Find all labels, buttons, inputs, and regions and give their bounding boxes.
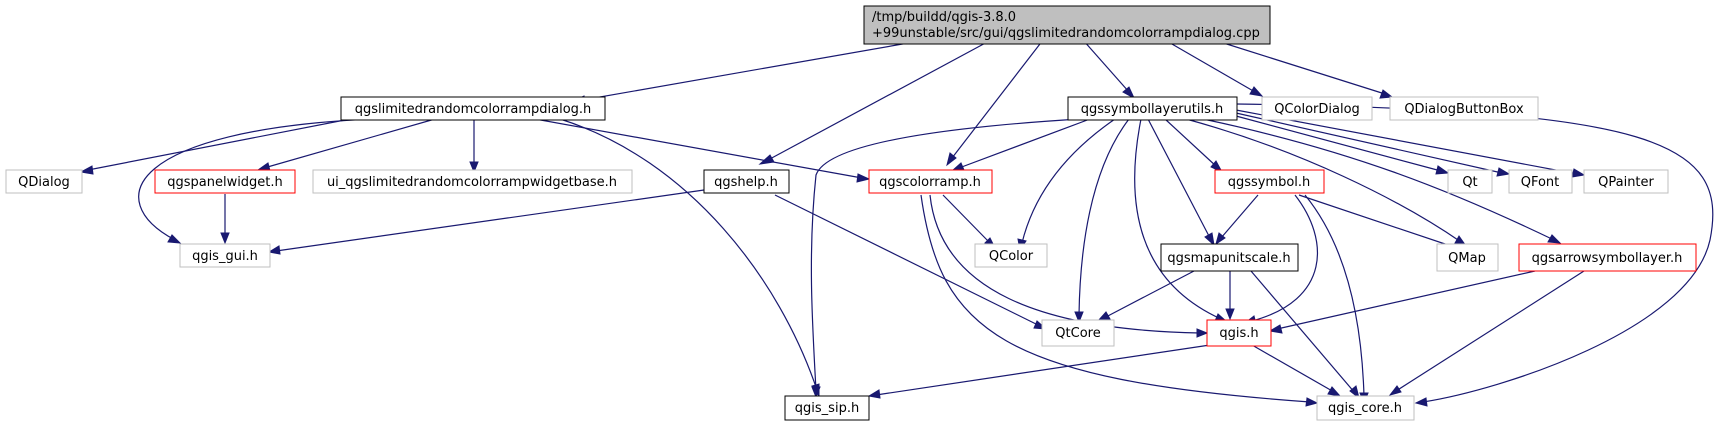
node-qgslimitedrandomcolorrampdialog-h[interactable]: qgslimitedrandomcolorrampdialog.h [340,96,606,121]
edge-mapunitscale-h-to-qgis-core-h [1250,270,1360,400]
svg-text:qgis_sip.h: qgis_sip.h [795,401,859,416]
svg-text:qgshelp.h: qgshelp.h [714,175,778,190]
svg-text:QColor: QColor [989,249,1034,264]
svg-text:qgsarrowsymbollayer.h: qgsarrowsymbollayer.h [1532,251,1683,266]
edge-mapunitscale-h-to-qgis-h [1225,271,1235,321]
node-qcolor[interactable]: QColor [974,243,1048,268]
node-qt[interactable]: Qt [1447,169,1493,194]
edge-dialog-h-to-qgis-gui-h [138,118,373,244]
node-qgis-h[interactable]: qgis.h [1206,319,1272,347]
edge-qgis-h-to-qgis-sip-h [867,344,1211,399]
svg-text:Qt: Qt [1462,175,1477,190]
edge-root-to-qgshelp-h [758,39,992,165]
node-qpainter[interactable]: QPainter [1583,169,1669,194]
node-qgspanelwidget-h[interactable]: qgspanelwidget.h [154,169,296,194]
edge-arrowsymbollayer-h-to-qgis-core-h [1388,270,1585,396]
svg-text:QColorDialog: QColorDialog [1274,102,1360,117]
edge-arrowsymbollayer-h-to-qgis-h [1268,270,1536,334]
edge-qgssymbol-h-to-mapunitscale-h [1215,194,1259,246]
edge-colorramp-h-to-qgis-core-h [920,194,1319,407]
svg-text:qgis.h: qgis.h [1219,326,1258,341]
svg-text:qgis_gui.h: qgis_gui.h [192,249,258,264]
edge-symbollayerutils-h-to-qcolor [1017,118,1116,252]
svg-text:qgssymbol.h: qgssymbol.h [1228,175,1311,190]
edge-dialog-h-to-qdialog [79,118,351,175]
svg-text:QDialog: QDialog [18,175,70,190]
svg-text:qgsmapunitscale.h: qgsmapunitscale.h [1167,251,1290,266]
edge-mapunitscale-h-to-qtcore [1096,270,1195,322]
edge-qgis-h-to-qgis-core-h [1251,344,1342,397]
svg-text:QMap: QMap [1448,251,1486,266]
edge-colorramp-h-to-qcolor [942,194,997,250]
node-qgsarrowsymbollayer-h[interactable]: qgsarrowsymbollayer.h [1518,243,1697,272]
edge-dialog-h-to-ui-base-h [469,119,479,174]
edge-panelwidget-h-to-qgis-gui-h [220,194,230,245]
edge-dialog-h-to-qgis-sip-h [559,118,820,398]
edge-root-to-colorramp-h [946,39,1044,167]
edge-colorramp-h-to-qgis-h [929,194,1209,338]
svg-text:qgssymbollayerutils.h: qgssymbollayerutils.h [1081,102,1224,117]
edge-qgshelp-h-to-qgis-gui-h [267,189,705,255]
edge-symbollayerutils-h-to-qpainter [1235,109,1586,178]
svg-text:qgspanelwidget.h: qgspanelwidget.h [167,175,283,190]
node-qmap[interactable]: QMap [1436,243,1499,272]
svg-text:ui_qgslimitedrandomcolorrampwi: ui_qgslimitedrandomcolorrampwidgetbase.h [327,175,617,190]
node-qgis-sip-h[interactable]: qgis_sip.h [784,395,870,421]
svg-text:QFont: QFont [1521,175,1560,190]
edge-symbollayerutils-h-to-mapunitscale-h [1147,118,1215,247]
node-qfont[interactable]: QFont [1508,169,1573,194]
node-qgsmapunitscale-h[interactable]: qgsmapunitscale.h [1160,243,1299,272]
svg-text:qgscolorramp.h: qgscolorramp.h [879,175,981,190]
edge-root-to-qdialogbuttonbox [1213,39,1394,99]
node-ui-qgslimitedrandomcolorrampwidgetbase-h[interactable]: ui_qgslimitedrandomcolorrampwidgetbase.h [312,169,633,194]
svg-text:QtCore: QtCore [1055,326,1100,341]
node-qdialog[interactable]: QDialog [5,169,83,194]
edge-root-to-symbollayerutils-h [1082,39,1136,100]
node-qgssymbol-h[interactable]: qgssymbol.h [1214,169,1325,194]
node-qgis-gui-h[interactable]: qgis_gui.h [179,243,271,268]
svg-text:qgis_core.h: qgis_core.h [1328,401,1402,416]
edge-dialog-h-to-colorramp-h [534,118,871,183]
svg-text:+99unstable/src/gui/qgslimited: +99unstable/src/gui/qgslimitedrandomcolo… [872,26,1260,41]
node-qgis-core-h[interactable]: qgis_core.h [1316,395,1415,421]
edge-symbollayerutils-h-to-colorramp-h [950,118,1091,172]
node-root[interactable]: /tmp/buildd/qgis-3.8.0 +99unstable/src/g… [863,5,1271,45]
edge-symbollayerutils-h-to-qt [1235,115,1450,175]
edge-symbollayerutils-h-to-qtcore [1074,118,1130,324]
edge-symbollayerutils-h-to-qfont [1235,112,1511,177]
edge-root-to-qcolordialog [1164,39,1264,97]
edge-symbollayerutils-h-to-arrowsymbollayer-h [1202,118,1562,244]
node-qcolordialog[interactable]: QColorDialog [1261,96,1373,121]
node-qdialogbuttonbox[interactable]: QDialogButtonBox [1389,96,1539,121]
edge-root-to-dialog-h [570,37,938,105]
node-qgscolorramp-h[interactable]: qgscolorramp.h [868,169,993,194]
svg-text:QPainter: QPainter [1598,175,1654,190]
node-qtcore[interactable]: QtCore [1041,319,1115,347]
svg-text:/tmp/buildd/qgis-3.8.0: /tmp/buildd/qgis-3.8.0 [872,10,1016,25]
edge-symbollayerutils-h-to-qgis-h [1134,118,1229,323]
edge-symbollayerutils-h-to-qgis-sip-h [810,118,1081,399]
svg-text:QDialogButtonBox: QDialogButtonBox [1404,102,1524,117]
node-qgssymbollayerutils-h[interactable]: qgssymbollayerutils.h [1067,96,1238,121]
svg-text:qgslimitedrandomcolorrampdialo: qgslimitedrandomcolorrampdialog.h [355,102,592,117]
node-qgshelp-h[interactable]: qgshelp.h [703,169,790,194]
